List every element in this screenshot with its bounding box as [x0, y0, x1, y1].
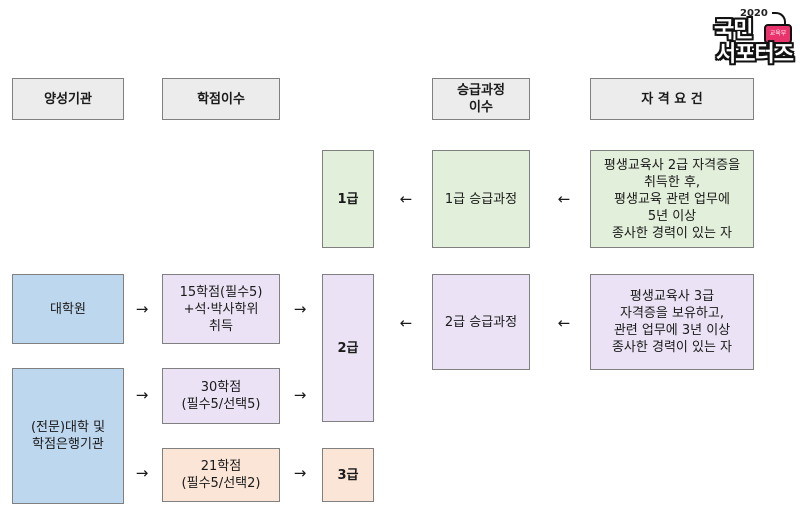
logo-year: 2020 [740, 8, 768, 19]
arrow-right-icon: → [293, 464, 307, 482]
institution-graduate-school: 대학원 [12, 274, 124, 344]
header-institution: 양성기관 [12, 78, 124, 120]
logo-tv-label: 교육부 [769, 30, 787, 37]
header-promotion: 승급과정 이수 [432, 78, 530, 120]
qualification-level-1: 평생교육사 2급 자격증을 취득한 후, 평생교육 관련 업무에 5년 이상 종… [590, 150, 754, 248]
institution-university: (전문)대학 및 학점은행기관 [12, 368, 124, 504]
credits-30: 30학점 (필수5/선택5) [162, 368, 280, 424]
arrow-left-icon: ← [399, 190, 413, 208]
arrow-left-icon: ← [557, 314, 571, 332]
arrow-right-icon: → [293, 386, 307, 404]
qualification-level-2: 평생교육사 3급 자격증을 보유하고, 관련 업무에 3년 이상 종사한 경력이… [590, 274, 754, 370]
promotion-course-2: 2급 승급과정 [432, 274, 530, 370]
arrow-right-icon: → [135, 386, 149, 404]
logo-line1: 국민 [714, 18, 753, 43]
header-qualification: 자 격 요 건 [590, 78, 754, 120]
logo-line2: 서포터즈 [716, 42, 794, 67]
arrow-left-icon: ← [557, 190, 571, 208]
supporters-logo: 2020 국민 교육부 서포터즈 [712, 6, 794, 72]
level-2-box: 2급 [322, 274, 374, 422]
antenna-icon [772, 12, 786, 26]
credits-15: 15학점(필수5) +석·박사학위 취득 [162, 274, 280, 344]
arrow-right-icon: → [293, 300, 307, 318]
header-credits: 학점이수 [162, 78, 280, 120]
level-1-box: 1급 [322, 150, 374, 248]
arrow-left-icon: ← [399, 314, 413, 332]
level-3-box: 3급 [322, 448, 374, 502]
tv-icon: 교육부 [764, 24, 792, 44]
credits-21: 21학점 (필수5/선택2) [162, 448, 280, 502]
arrow-right-icon: → [135, 300, 149, 318]
promotion-course-1: 1급 승급과정 [432, 150, 530, 248]
arrow-right-icon: → [135, 464, 149, 482]
